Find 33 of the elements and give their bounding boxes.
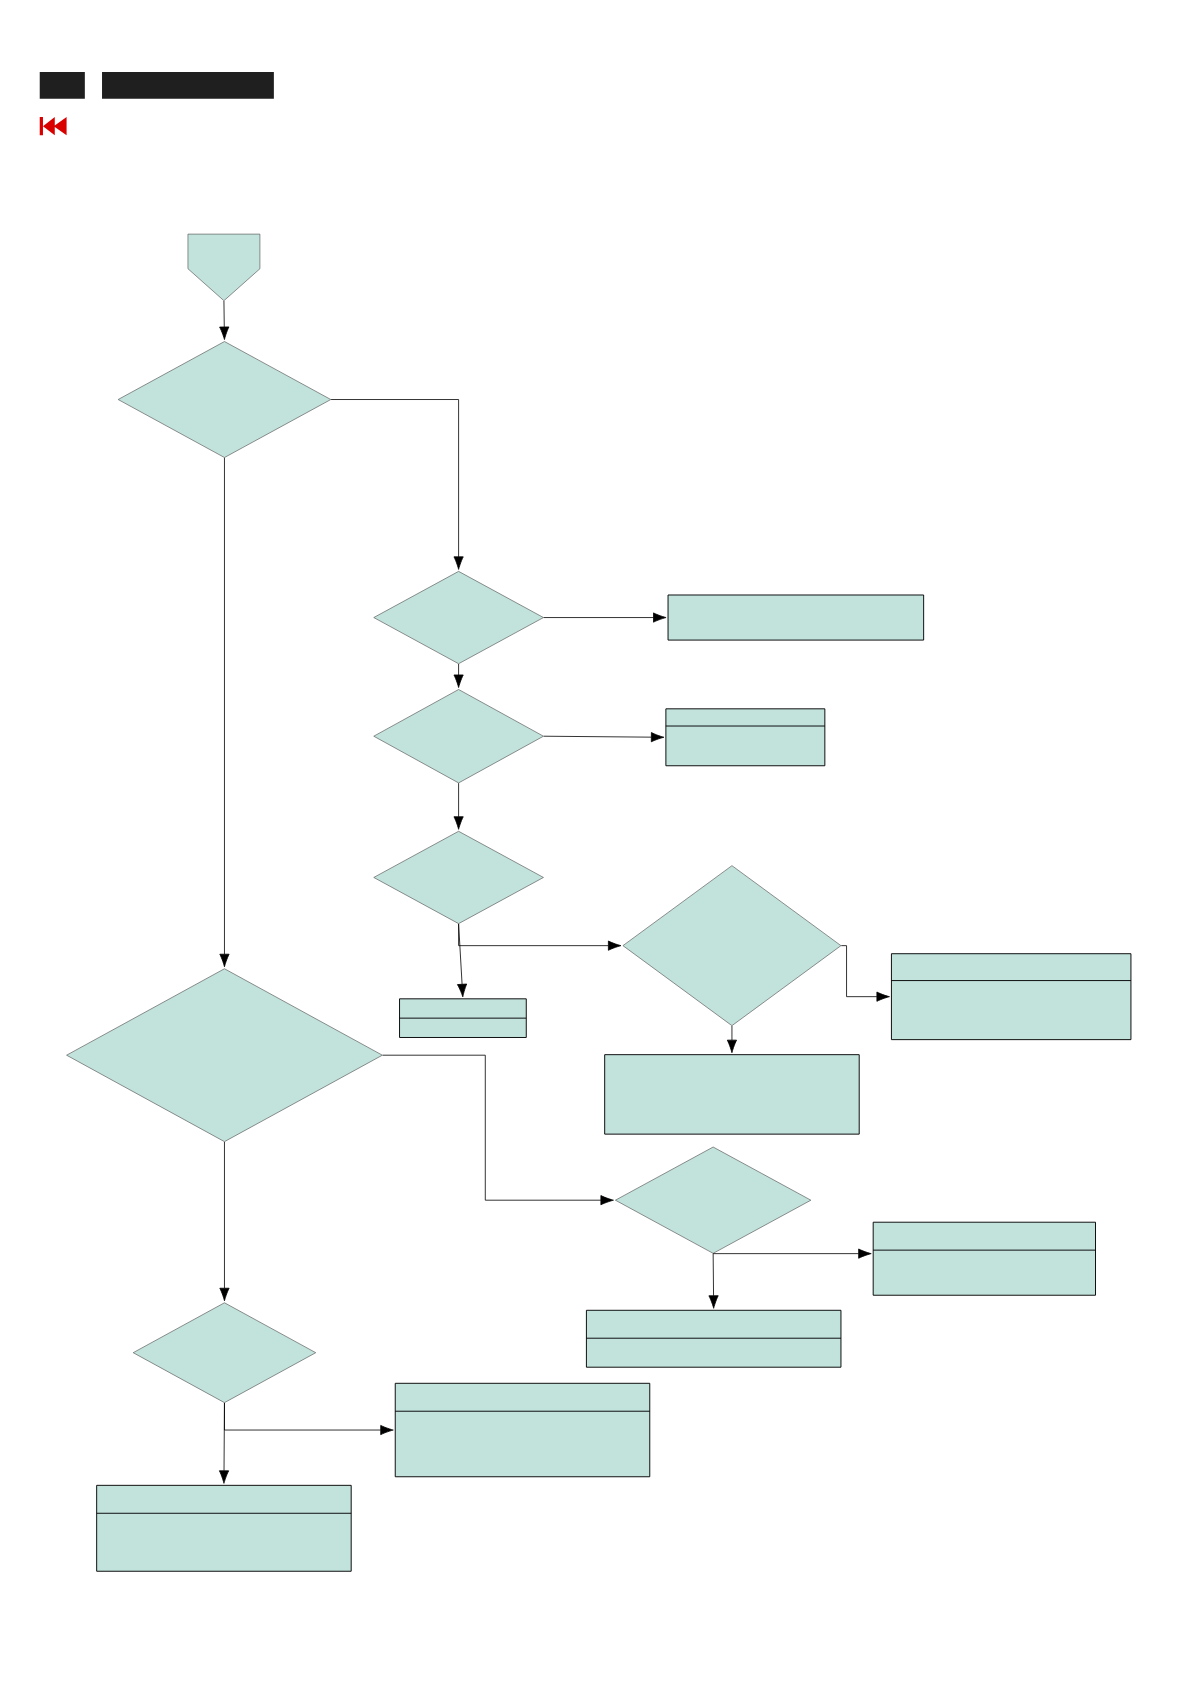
connector-pentagon bbox=[187, 233, 261, 302]
process-box bbox=[394, 1382, 651, 1478]
process-box bbox=[665, 708, 826, 767]
arrow bbox=[330, 399, 464, 570]
process-box bbox=[399, 998, 527, 1038]
arrow bbox=[543, 732, 665, 743]
decision-diamond bbox=[373, 689, 544, 784]
decision-diamond bbox=[132, 1302, 317, 1403]
arrow bbox=[708, 1253, 719, 1309]
process-box bbox=[96, 1484, 352, 1572]
arrow bbox=[453, 782, 464, 830]
process-box bbox=[890, 953, 1132, 1041]
arrow bbox=[712, 1248, 872, 1259]
arrow bbox=[726, 1025, 737, 1054]
arrow bbox=[840, 945, 890, 1002]
decision-diamond bbox=[66, 968, 383, 1142]
arrow bbox=[543, 612, 667, 623]
decision-diamond bbox=[373, 830, 544, 924]
process-box bbox=[604, 1054, 860, 1135]
arrow bbox=[453, 663, 464, 688]
decision-diamond bbox=[622, 865, 842, 1026]
arrow bbox=[457, 923, 468, 998]
process-box bbox=[872, 1221, 1096, 1296]
arrow bbox=[219, 1141, 230, 1302]
decision-diamond bbox=[373, 571, 544, 665]
arrow bbox=[219, 1402, 230, 1484]
arrow bbox=[219, 300, 230, 340]
decision-diamond bbox=[117, 341, 332, 458]
decision-diamond bbox=[615, 1146, 812, 1254]
process-box bbox=[585, 1309, 842, 1368]
process-box bbox=[667, 594, 925, 641]
arrow bbox=[219, 457, 230, 968]
arrow bbox=[382, 1054, 614, 1206]
